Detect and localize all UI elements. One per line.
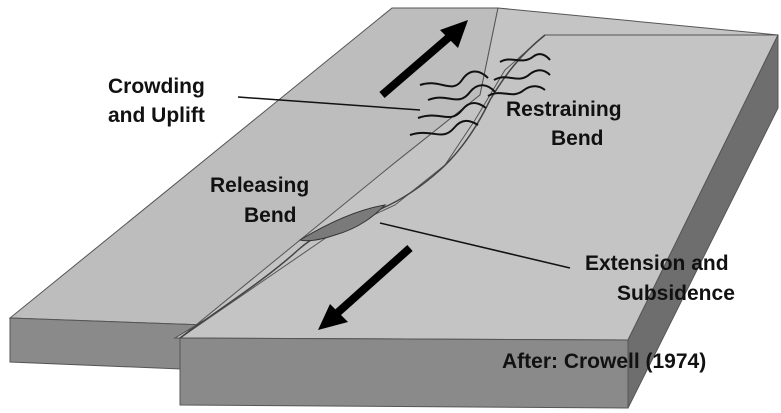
releasing-bend-basin: [298, 204, 387, 242]
extension-label-line1: Extension and: [585, 252, 729, 275]
arrow-down-left-icon: [318, 245, 413, 330]
releasing-label-line2: Bend: [244, 204, 297, 227]
extension-leader-line: [379, 222, 571, 269]
right-block-side: [627, 34, 779, 409]
right-block: [173, 7, 779, 409]
crowding-label-line2: and Uplift: [108, 104, 205, 127]
arrow-up-right-icon: [379, 20, 468, 99]
crowding-leader-line: [237, 96, 421, 111]
citation-text: After: Crowell (1974): [502, 350, 706, 373]
uplift-folds: [409, 53, 551, 136]
crowding-label-line1: Crowding: [108, 75, 205, 98]
extension-label-line2: Subsidence: [617, 282, 735, 305]
left-block-front: [9, 317, 206, 371]
restraining-label-line2: Bend: [551, 127, 604, 150]
restraining-label-line1: Restraining: [506, 98, 622, 121]
right-block-front: [179, 337, 629, 409]
fault-trace: [179, 34, 546, 339]
releasing-label-line1: Releasing: [210, 174, 309, 197]
